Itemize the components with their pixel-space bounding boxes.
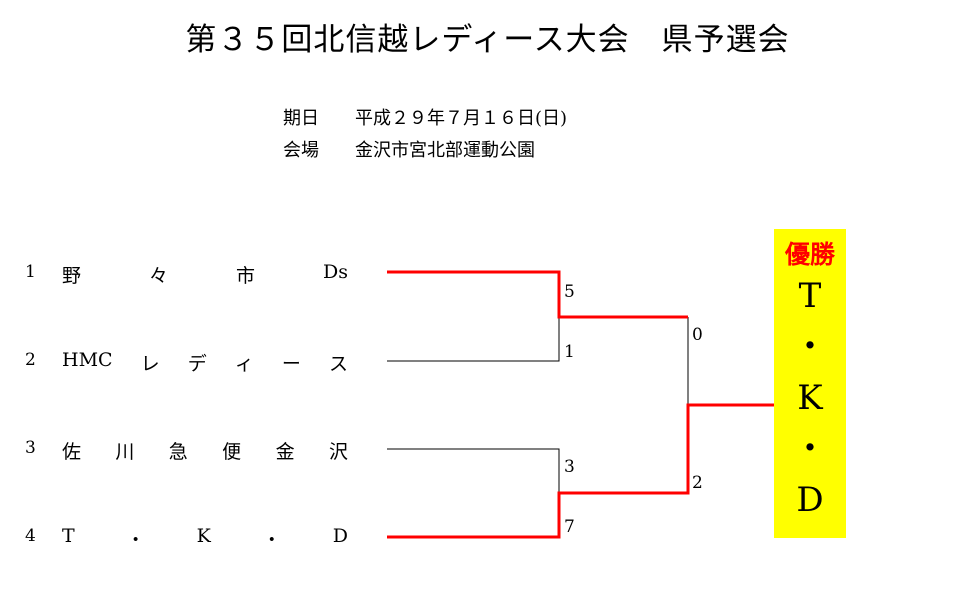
team-name-char: レ [140, 353, 160, 375]
team-name-char: 沢 [328, 441, 348, 463]
team-name-char: D [332, 525, 348, 547]
team-name-char: K [196, 525, 211, 547]
team-name-char: 野 [62, 265, 82, 287]
team-name-char: 市 [236, 265, 256, 287]
team-name-char: 急 [168, 441, 188, 463]
team-seed: 2 [25, 350, 36, 370]
champion-char: K [797, 378, 823, 418]
team-name-char: ・ [126, 529, 146, 551]
team-name-char: 便 [222, 441, 242, 463]
team-name-char: 々 [149, 265, 169, 287]
team-name-char: 佐 [62, 441, 82, 463]
team-name-char: HMC [62, 349, 113, 371]
champion-heading: 優勝 [784, 240, 835, 269]
team-name-char: ・ [262, 529, 282, 551]
team-name-char: ー [281, 353, 301, 375]
line-team-2 [387, 317, 560, 362]
score-team-2: 1 [564, 342, 575, 362]
team-seed: 3 [25, 438, 36, 458]
venue-row: 会場 金沢市宮北部運動公園 [283, 136, 535, 162]
champion-box: 優勝 T ・ K ・ D [774, 229, 846, 538]
team-name-char: 金 [275, 441, 295, 463]
team-name: 野 々 市 Ds [62, 261, 348, 288]
team-seed: 1 [25, 262, 36, 282]
team-name-char: T [62, 525, 75, 547]
date-value: 平成２９年７月１６日(日) [355, 108, 568, 129]
score-final-bottom: 2 [692, 473, 703, 493]
champion-char: T [798, 276, 822, 316]
team-name: T ・ K ・ D [62, 525, 348, 552]
team-name: HMC レ デ ィ ー ス [62, 349, 348, 376]
venue-label: 会場 [283, 140, 319, 161]
champion-char: ・ [793, 429, 827, 469]
champion-char: D [796, 480, 824, 520]
team-name-char: ス [328, 353, 348, 375]
score-team-4: 7 [564, 517, 575, 537]
score-team-1: 5 [564, 282, 575, 302]
team-seed: 4 [25, 526, 36, 546]
team-name-char: ィ [234, 353, 254, 375]
line-team-3 [387, 448, 560, 493]
team-name-char: 川 [115, 441, 135, 463]
team-name-char: Ds [323, 261, 348, 283]
date-label: 期日 [283, 108, 319, 129]
venue-value: 金沢市宮北部運動公園 [355, 140, 535, 161]
team-name: 佐川急便金沢 [62, 437, 348, 464]
winner-line-team-4 [387, 403, 775, 539]
date-row: 期日 平成２９年７月１６日(日) [283, 104, 567, 130]
winner-line-team-1 [387, 270, 688, 319]
score-team-3: 3 [564, 457, 575, 477]
team-name-char: デ [187, 353, 207, 375]
score-final-top: 0 [692, 325, 703, 345]
page-title: 第３５回北信越レディース大会 県予選会 [185, 22, 790, 58]
champion-char: ・ [793, 327, 827, 367]
